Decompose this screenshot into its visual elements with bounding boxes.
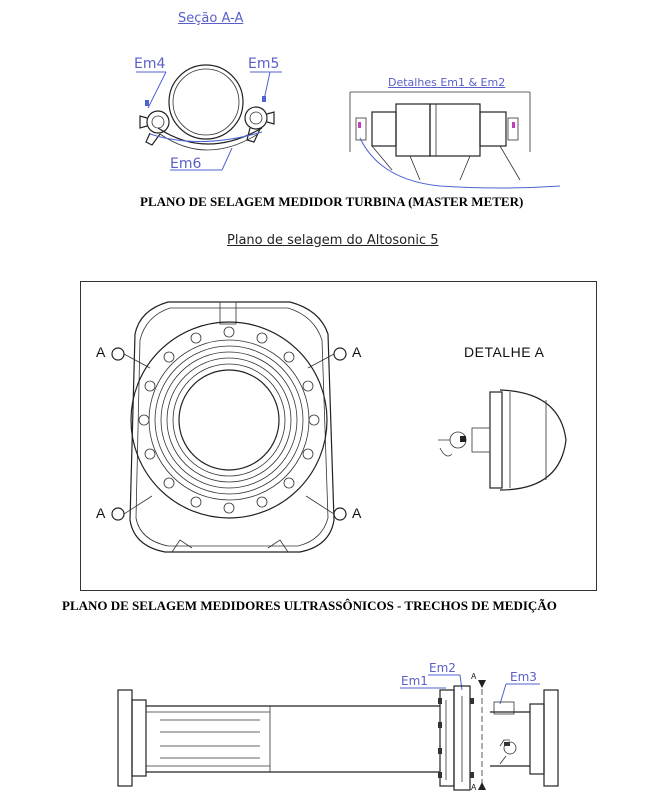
detail-em1-em2-label: Detalhes Em1 & Em2 [388,76,506,89]
marker-a-top-right: A [352,344,362,360]
turbine-caption: PLANO DE SELAGEM MEDIDOR TURBINA (MASTER… [140,194,524,209]
marker-a-bottom-left: A [96,505,106,521]
marker-a-bottom: A [471,783,477,792]
em6-label: Em6 [170,156,202,172]
ultrasonic-caption: PLANO DE SELAGEM MEDIDORES ULTRASSÔNICOS… [62,598,557,613]
altosonic-title: Plano de selagem do Altosonic 5 [227,233,439,248]
section-aa-label: Seção A-A [178,11,244,26]
em2-label: Em2 [429,661,456,675]
detail-a-title: DETALHE A [464,344,545,360]
marker-a-top-left: A [96,344,106,360]
section-aa-drawing [136,64,561,189]
altosonic-drawing-frame [80,281,597,591]
em5-label: Em5 [248,56,280,72]
em4-label: Em4 [134,56,166,72]
em3-label: Em3 [510,670,537,684]
altosonic-front-view [111,301,567,553]
marker-a-top: A [471,672,477,681]
bolt-holes [138,326,320,514]
em1-label: Em1 [401,674,428,688]
marker-a-bottom-right: A [352,505,362,521]
